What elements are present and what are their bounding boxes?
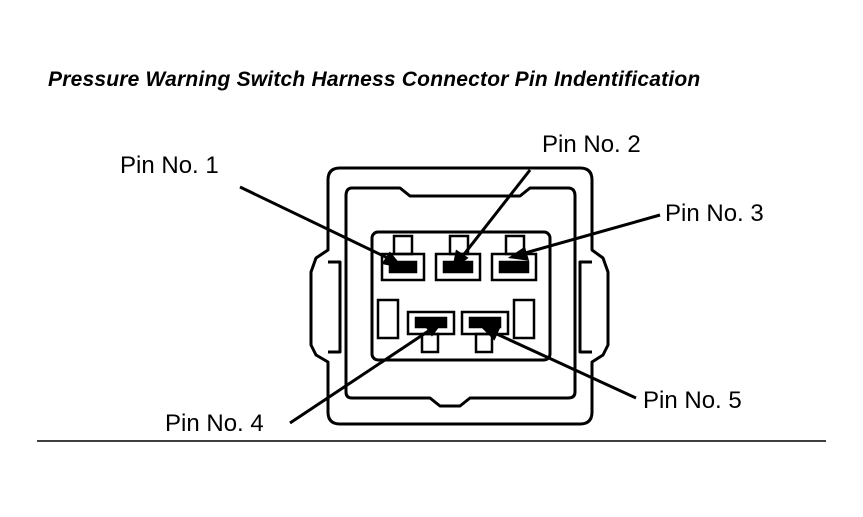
leader-pin-1 xyxy=(239,185,397,264)
connector-housing-inner xyxy=(344,186,577,408)
pin-cavity-block xyxy=(370,230,552,362)
diagram-title: Pressure Warning Switch Harness Connecto… xyxy=(48,68,701,91)
leader-pin-4 xyxy=(289,324,437,425)
pin-label-2: Pin No. 2 xyxy=(542,131,641,158)
leader-pin-2 xyxy=(456,169,532,263)
terminal-pin-5 xyxy=(460,310,510,354)
blank-slot-left xyxy=(376,298,400,340)
latch-left xyxy=(328,260,342,354)
latch-right xyxy=(578,260,592,354)
blank-slot-right xyxy=(512,298,536,340)
pin-label-3: Pin No. 3 xyxy=(665,200,764,227)
leader-pin-5 xyxy=(487,328,637,400)
terminal-pin-1 xyxy=(380,234,426,282)
pin-label-5: Pin No. 5 xyxy=(643,387,742,414)
pin-label-1: Pin No. 1 xyxy=(120,152,219,179)
leader-pin-3 xyxy=(517,213,661,257)
connector-housing-outer xyxy=(309,166,610,426)
pin-label-4: Pin No. 4 xyxy=(165,410,264,437)
